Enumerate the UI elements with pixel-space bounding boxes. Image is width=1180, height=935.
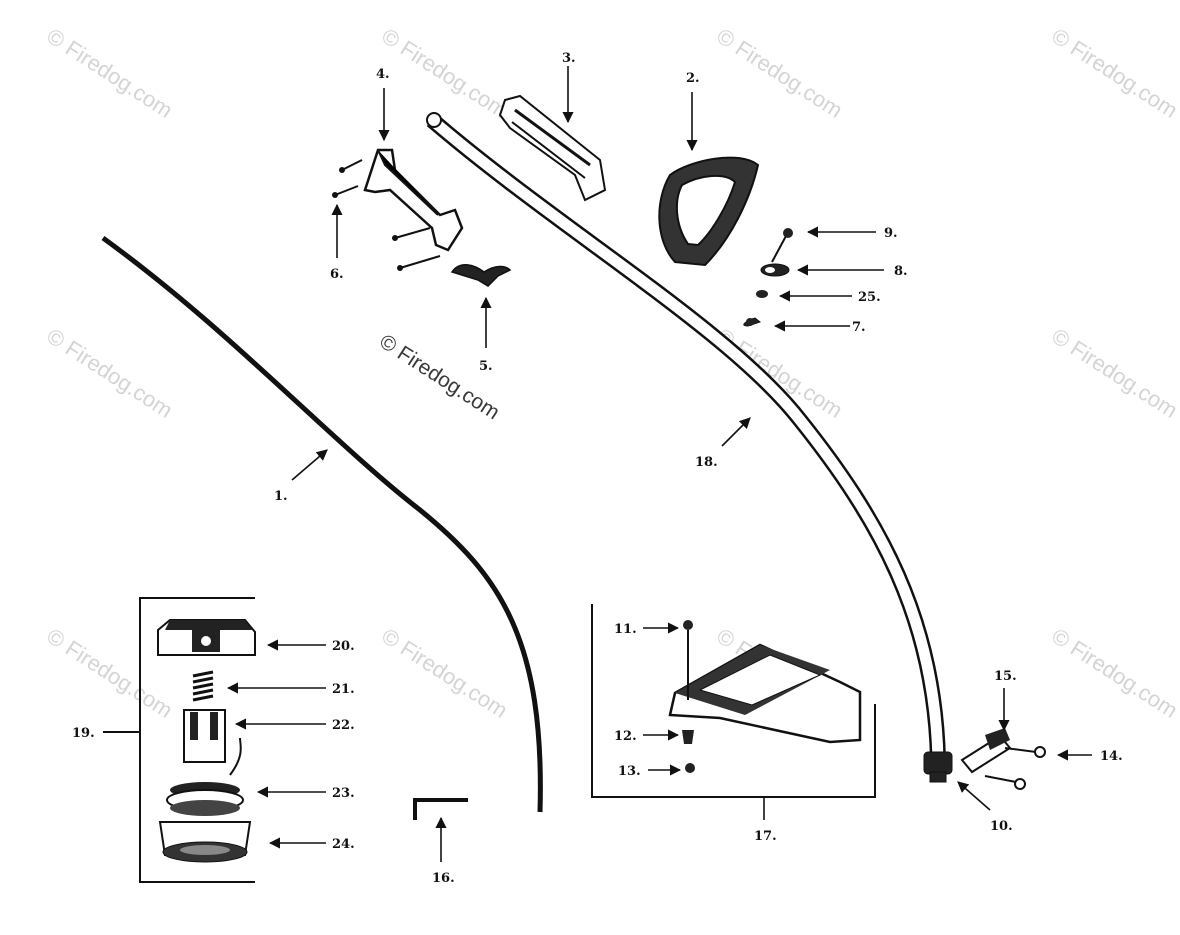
label-11: 11. [614, 622, 637, 637]
label-22: 22. [332, 718, 355, 733]
label-23: 23. [332, 786, 355, 801]
label-16: 16. [432, 871, 455, 886]
watermark-group: © Firedog.com © Firedog.com © Firedog.co… [42, 23, 1180, 723]
label-9: 9. [884, 226, 898, 241]
handle-bracket [332, 148, 464, 271]
label-3: 3. [562, 51, 576, 66]
label-13: 13. [618, 764, 641, 779]
watermark: © Firedog.com [42, 323, 177, 423]
label-25: 25. [858, 290, 881, 305]
shaft-tube [426, 112, 953, 783]
label-7: 7. [852, 320, 866, 335]
label-2: 2. [686, 71, 700, 86]
watermark: © Firedog.com [712, 23, 847, 123]
label-5: 5. [479, 359, 493, 374]
label-20: 20. [332, 639, 355, 654]
watermark: © Firedog.com [1047, 623, 1180, 723]
label-4: 4. [376, 67, 390, 82]
label-14: 14. [1100, 749, 1123, 764]
label-1: 1. [274, 489, 288, 504]
center-watermark: © Firedog.com [375, 330, 503, 424]
wing-nut [450, 264, 512, 287]
shaft-clamp [960, 728, 1046, 790]
watermark: © Firedog.com [377, 623, 512, 723]
label-21: 21. [332, 682, 355, 697]
label-6: 6. [330, 267, 344, 282]
label-12: 12. [614, 729, 637, 744]
guard-assembly [591, 604, 876, 798]
callout-arrows [226, 66, 1092, 862]
watermark: © Firedog.com [42, 23, 177, 123]
drive-cable [101, 235, 543, 813]
label-18: 18. [695, 455, 718, 470]
watermark: © Firedog.com [1047, 23, 1180, 123]
front-handle [498, 94, 607, 202]
handle-grip [658, 156, 760, 267]
watermark: © Firedog.com [377, 23, 512, 123]
hex-key [413, 798, 468, 820]
handle-hardware [743, 228, 793, 327]
label-8: 8. [894, 264, 908, 279]
label-10: 10. [990, 819, 1013, 834]
label-17: 17. [754, 829, 777, 844]
label-15: 15. [994, 669, 1017, 684]
watermark: © Firedog.com [1047, 323, 1180, 423]
watermark: © Firedog.com [42, 623, 177, 723]
callout-labels: 4. 3. 2. 6. 5. 9. 8. 25. 7. 18. 1. 20. 2… [72, 51, 1123, 886]
label-19: 19. [72, 726, 95, 741]
label-24: 24. [332, 837, 355, 852]
spool-assembly [103, 597, 256, 883]
